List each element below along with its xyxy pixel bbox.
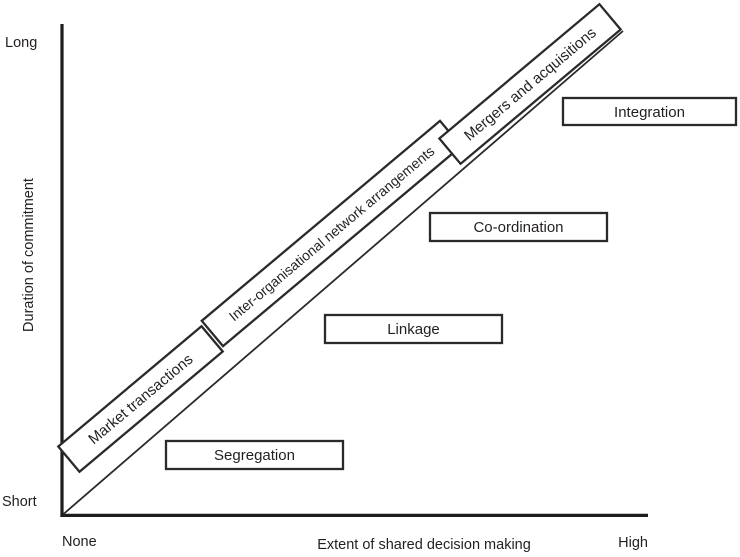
horizontal-box-label: Segregation bbox=[214, 447, 295, 464]
diagonal-line bbox=[62, 30, 624, 515]
diagonal-box-mergers-and-acquisitions: Mergers and acquisitions bbox=[437, 2, 623, 166]
diagonal-box-inter-organisational-network-arrangements: Inter-organisational network arrangement… bbox=[200, 119, 463, 348]
y-axis-title: Duration of commitment bbox=[21, 178, 37, 332]
horizontal-box-label: Co-ordination bbox=[473, 219, 563, 236]
diagonal-box-label: Inter-organisational network arrangement… bbox=[226, 143, 438, 324]
diagonal-box-rect bbox=[437, 2, 623, 166]
diagonal-box-label: Market transactions bbox=[85, 351, 196, 448]
horizontal-box-linkage: Linkage bbox=[323, 313, 504, 345]
horizontal-box-rect bbox=[164, 439, 345, 471]
horizontal-box-rect bbox=[561, 96, 738, 127]
diagonal-box-label: Mergers and acquisitions bbox=[461, 24, 600, 144]
horizontal-box-rect bbox=[428, 211, 609, 243]
horizontal-box-rect bbox=[323, 313, 504, 345]
horizontal-box-integration: Integration bbox=[561, 96, 738, 127]
diagonal-box-rect bbox=[56, 324, 225, 474]
horizontal-box-label: Linkage bbox=[387, 321, 440, 338]
horizontal-box-label: Integration bbox=[614, 104, 685, 121]
x-axis-right-label: High bbox=[618, 535, 648, 551]
y-axis-bottom-label: Short bbox=[2, 494, 37, 510]
y-axis-top-label: Long bbox=[5, 35, 37, 51]
horizontal-box-co-ordination: Co-ordination bbox=[428, 211, 609, 243]
horizontal-box-segregation: Segregation bbox=[164, 439, 345, 471]
x-axis-left-label: None bbox=[62, 534, 97, 550]
x-axis-title: Extent of shared decision making bbox=[317, 537, 531, 553]
